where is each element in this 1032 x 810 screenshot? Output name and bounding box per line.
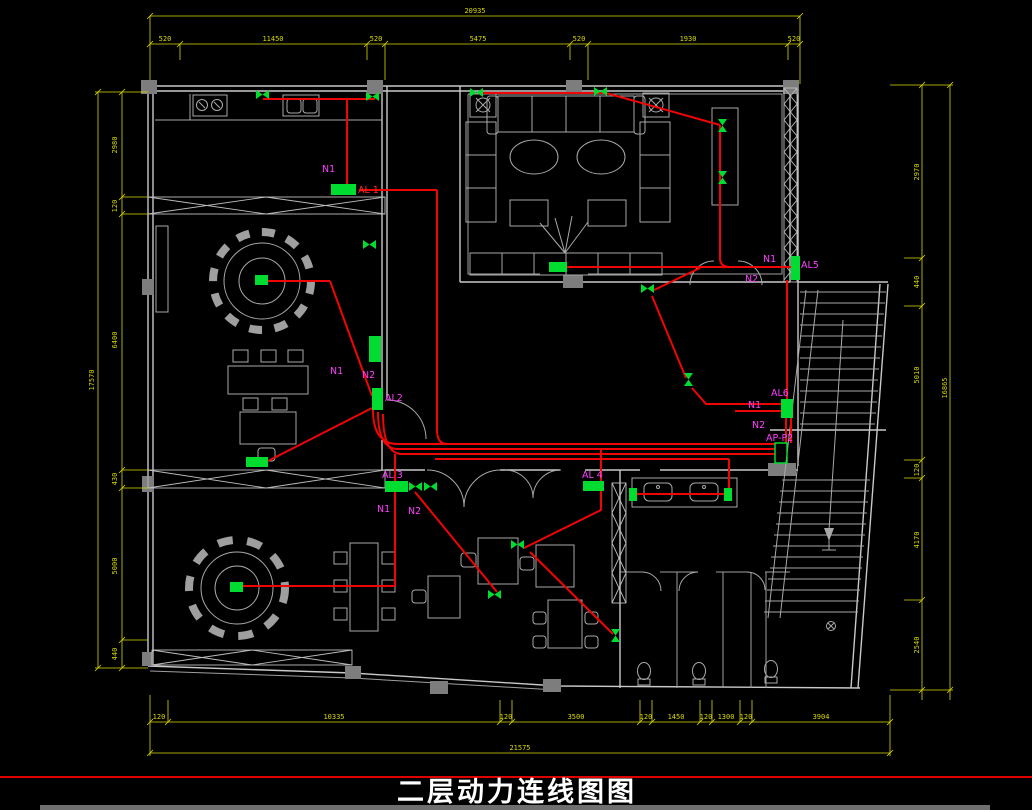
bottom-bar [40,805,990,810]
label-n2-dining: N2 [362,370,375,381]
dim-top-seg0: 520 [159,35,172,43]
title-block: 二层动力连线图图 [0,776,1032,810]
dim-left-seg5: 440 [111,648,119,661]
label-al2: AL2 [385,393,403,404]
table-outlet-2 [230,582,243,592]
dining-room-1 [155,225,315,462]
panel-box-ap-p2 [774,442,788,464]
label-n1-al3: N1 [377,504,390,515]
dim-left-seg0: 2980 [111,137,119,154]
dim-top-overall: 20935 [464,7,485,15]
label-al4: AL 4 [582,470,603,481]
drawing-title: 二层动力连线图图 [397,776,637,808]
dim-bottom-seg3: 3500 [568,713,585,721]
dim-top-seg3: 5475 [470,35,487,43]
kitchen-furniture [155,94,382,121]
dining-room-2 [185,536,461,640]
dim-bottom-seg9: 3904 [813,713,830,721]
doors [386,260,766,592]
floor-outlet-box [246,457,268,467]
floor-plan-walls [147,85,889,691]
dim-bottom-seg4: 120 [640,713,653,721]
dim-top-seg6: 520 [788,35,801,43]
outlet-box [549,262,567,272]
dim-top-seg4: 520 [573,35,586,43]
staircase [764,289,886,631]
vanity-outlet-left [629,488,637,501]
dim-top-seg2: 520 [370,35,383,43]
dim-right-seg3: 120 [913,464,921,477]
dim-right-seg5: 2540 [913,637,921,654]
dim-bottom-overall: 21575 [509,744,530,752]
label-n1-al6: N1 [748,400,761,411]
dim-bottom-seg0: 120 [153,713,166,721]
living-room-furniture [465,92,739,276]
panel-box-al2 [372,388,383,410]
dim-left-seg4: 5000 [111,558,119,575]
label-n1-dining: N1 [330,366,343,377]
restroom-fixtures [631,477,778,686]
panel-box-al1 [331,184,356,195]
label-n1-al5: N1 [763,254,776,265]
dim-bottom-seg2: 120 [500,713,513,721]
dim-right-seg0: 2970 [913,164,921,181]
table-outlet-1 [255,275,268,285]
floor-drain-icon [826,621,836,631]
stair-direction-arrow [822,319,844,551]
hatched-beams [147,196,627,666]
dim-right-seg1: 440 [913,276,921,289]
dim-right-seg4: 4170 [913,532,921,549]
dim-bottom-seg5: 1450 [668,713,685,721]
label-al1: AL 1 [358,185,379,196]
dimension-layer: 20935 520 11450 520 5475 520 1930 520 12… [88,7,954,757]
wall-outlet-box [369,336,381,362]
dim-right-overall: 16865 [941,377,949,398]
dim-left-seg1: 120 [111,200,119,213]
circuit-labels: N1 AL 1 N1 N2 AL2 AL 3 N1 N2 AL 4 N1 N2 … [322,164,819,517]
panel-box-al3 [385,481,408,492]
columns [141,80,799,694]
dim-top-seg5: 1930 [680,35,697,43]
panel-box-al6 [781,399,793,418]
electrical-devices [230,87,800,642]
dim-bottom-seg7: 1300 [718,713,735,721]
panel-box-al5 [791,256,800,280]
dim-left-seg3: 430 [111,473,119,486]
dim-bottom-seg6: 120 [700,713,713,721]
dim-right-seg2: 5010 [913,367,921,384]
dim-bottom-seg1: 10335 [323,713,344,721]
dim-left-overall: 17570 [88,369,96,390]
label-al5: AL5 [801,260,819,271]
label-al6: AL6 [771,388,789,399]
label-n2-al3: N2 [408,506,421,517]
dim-top-seg1: 11450 [262,35,283,43]
label-n1-kitchen: N1 [322,164,335,175]
label-ap-p2: AP-P2 [766,433,793,444]
label-n2-al6: N2 [752,420,765,431]
label-al3: AL 3 [382,470,403,481]
dim-bottom-seg8: 120 [740,713,753,721]
label-n2-al5: N2 [745,274,758,285]
panel-box-al4 [583,481,604,491]
office-furniture [460,537,599,649]
vanity-outlet-right [724,488,732,501]
dim-left-seg2: 6400 [111,332,119,349]
power-wiring [243,92,792,635]
window-lattice [783,87,798,283]
